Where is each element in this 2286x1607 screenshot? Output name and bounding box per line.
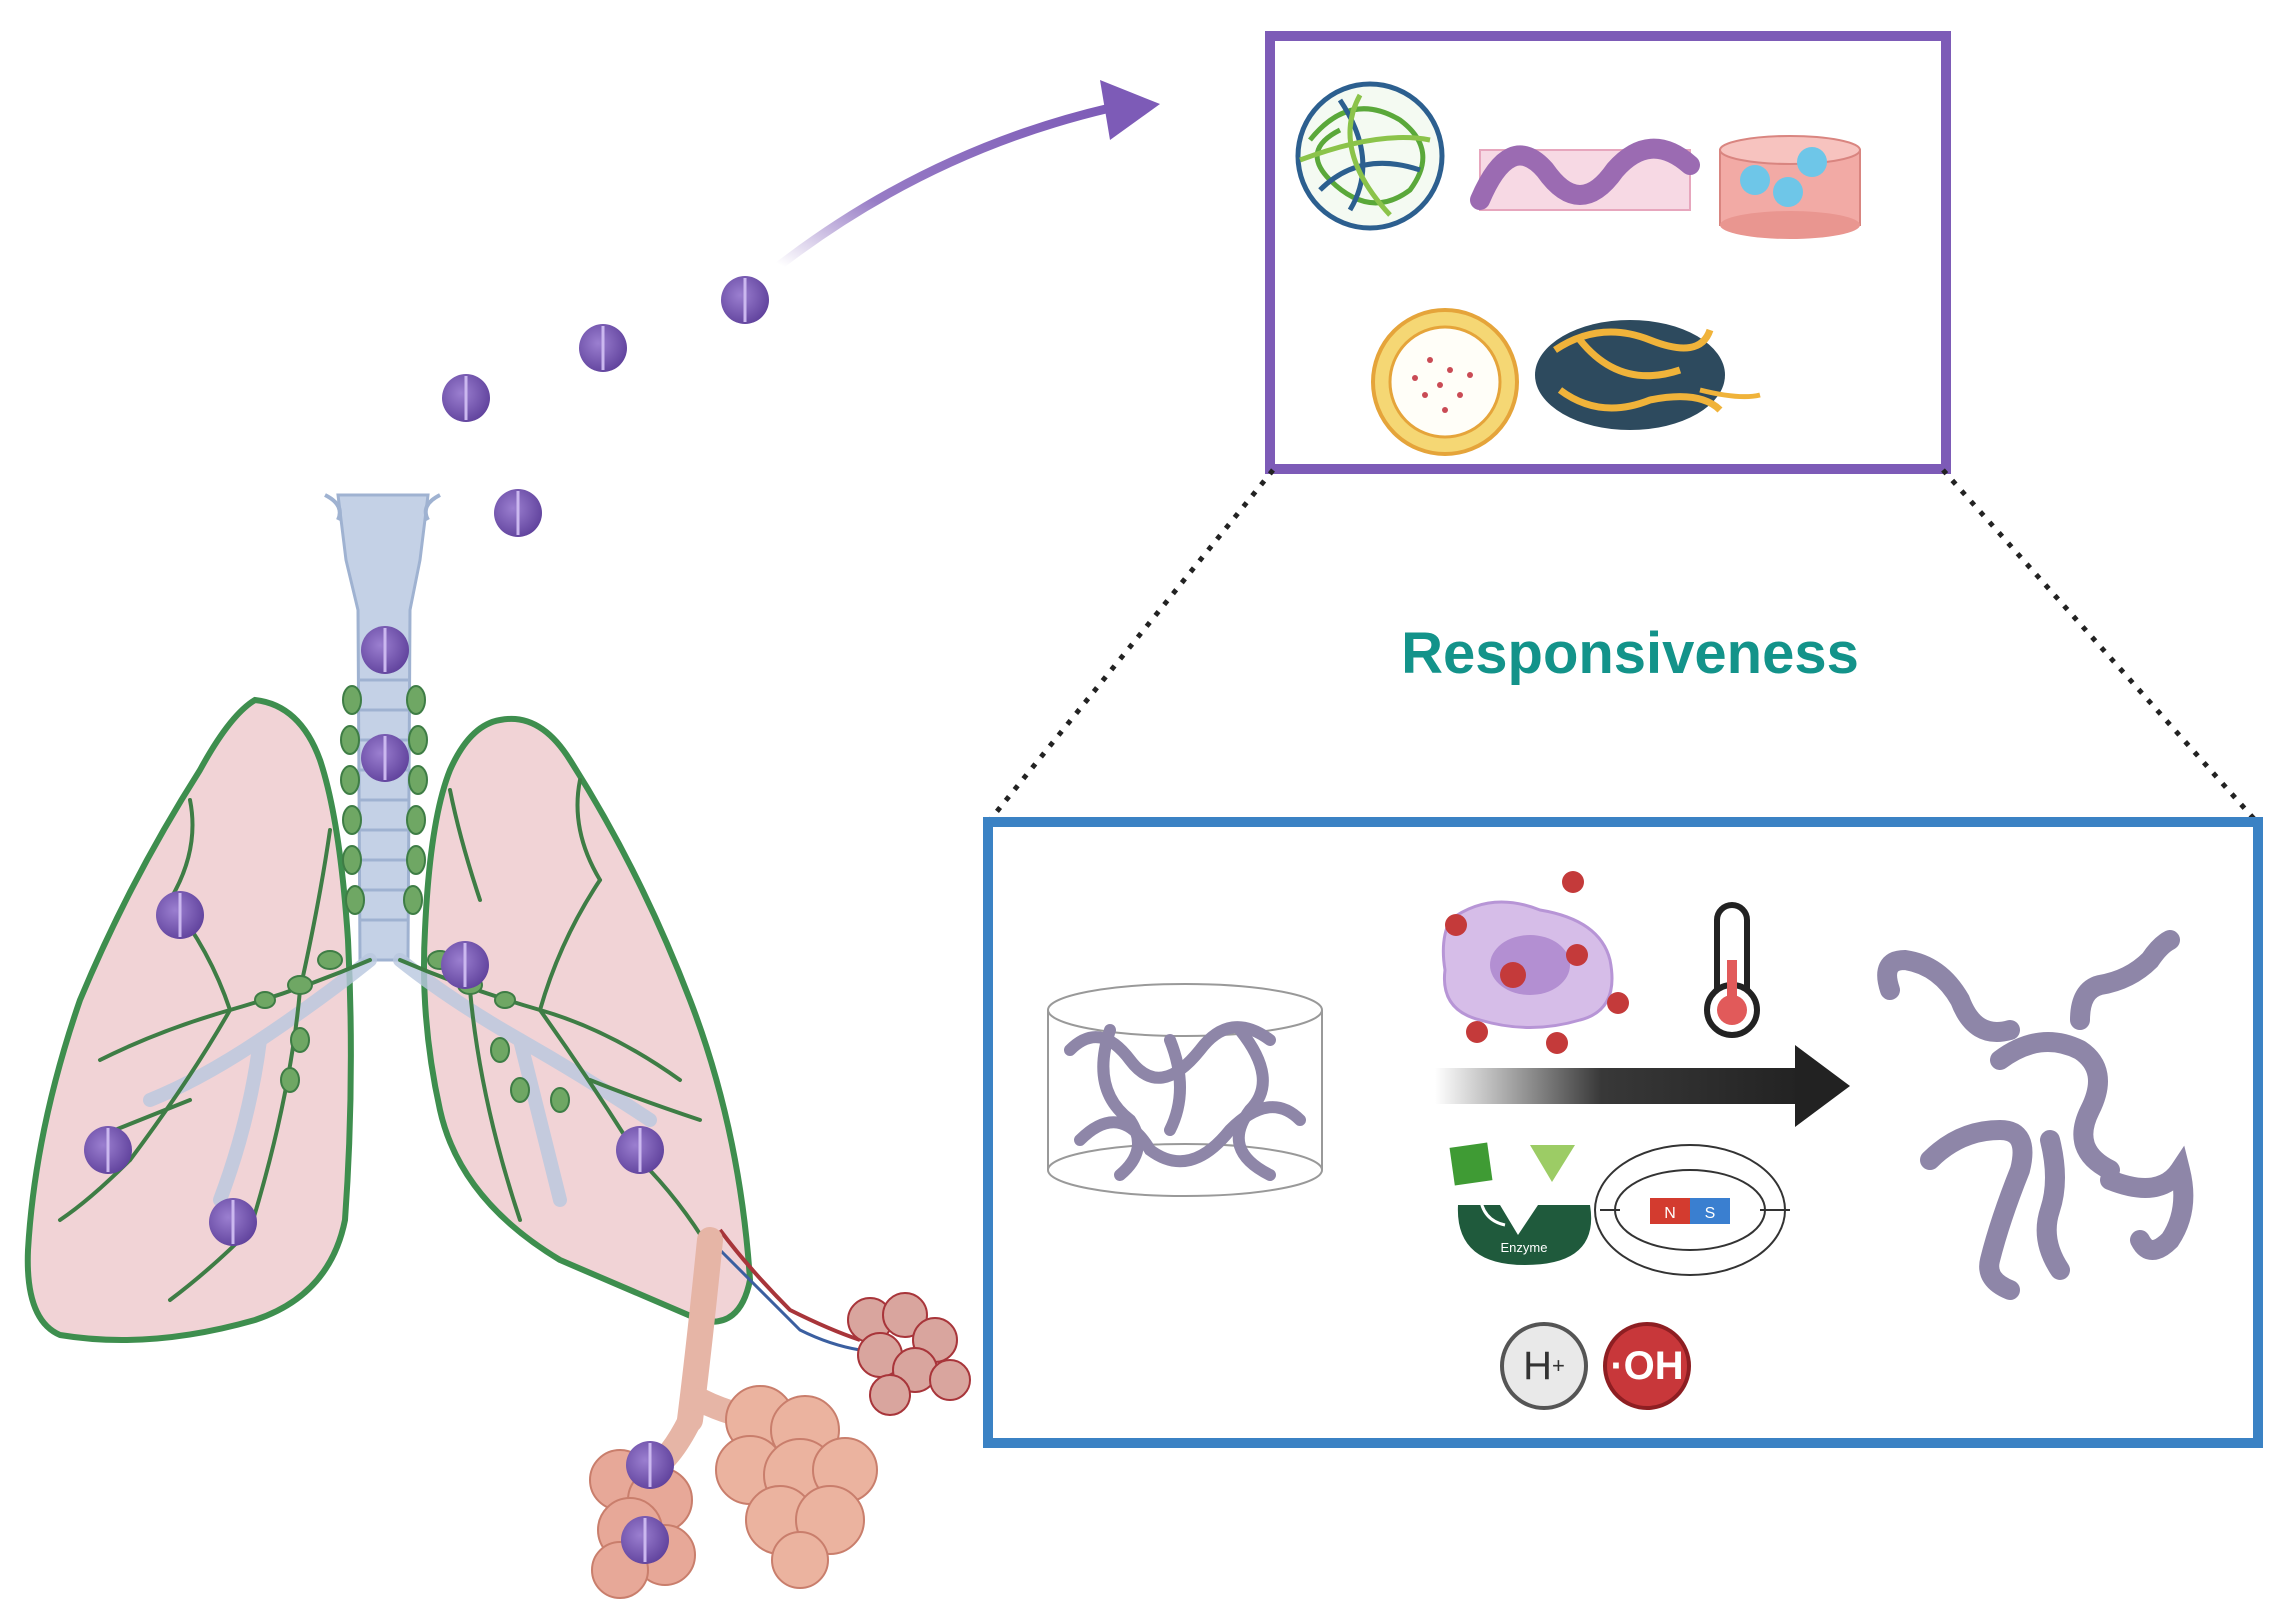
zoom-connector-left [988,468,1275,822]
particle [721,276,769,324]
h-ion-sup: + [1552,1353,1565,1378]
lymph-nodes [254,685,570,1113]
micelle-icon [1535,320,1761,430]
nanogel-icon [1295,81,1445,231]
ros-cell-icon [1441,871,1629,1054]
delivery-arrow [775,103,1115,270]
nanofiber-icon [1470,138,1700,211]
particle [626,1441,674,1489]
particle [361,734,409,782]
oh-ion-text: OH [1623,1343,1684,1388]
degraded-chains-icon [1877,930,2194,1300]
particle [361,626,409,674]
delivery-arrowhead [1100,80,1160,140]
particle [442,374,490,422]
lung-illustration [24,493,971,1599]
crosslinked-gel-icon [1047,983,1323,1197]
particle [621,1516,669,1564]
magnet-south-label: S [1705,1205,1716,1222]
particle [494,489,542,537]
liposome-icon [1371,308,1519,456]
h-ion-badge: H+ [1500,1322,1588,1410]
hydrogel-cylinder-icon [1719,135,1861,239]
oh-ion-badge: ·OH [1603,1322,1691,1410]
particle [616,1126,664,1174]
magnet-icon: N S [1594,1144,1790,1276]
particle [156,891,204,939]
responsiveness-title: Responsiveness [1401,621,1859,686]
left-lung [24,696,354,1343]
transition-arrow [1435,1045,1850,1127]
oh-ion-dot: · [1610,1343,1624,1388]
particle [579,324,627,372]
particle [209,1198,257,1246]
particles [84,276,769,1564]
h-ion-text: H [1523,1343,1553,1388]
particle [84,1126,132,1174]
thermometer-icon [1704,902,1760,1038]
particle [441,941,489,989]
enzyme-icon: Enzyme [1449,1142,1592,1265]
magnet-north-label: N [1664,1205,1676,1222]
enzyme-label: Enzyme [1501,1240,1548,1255]
